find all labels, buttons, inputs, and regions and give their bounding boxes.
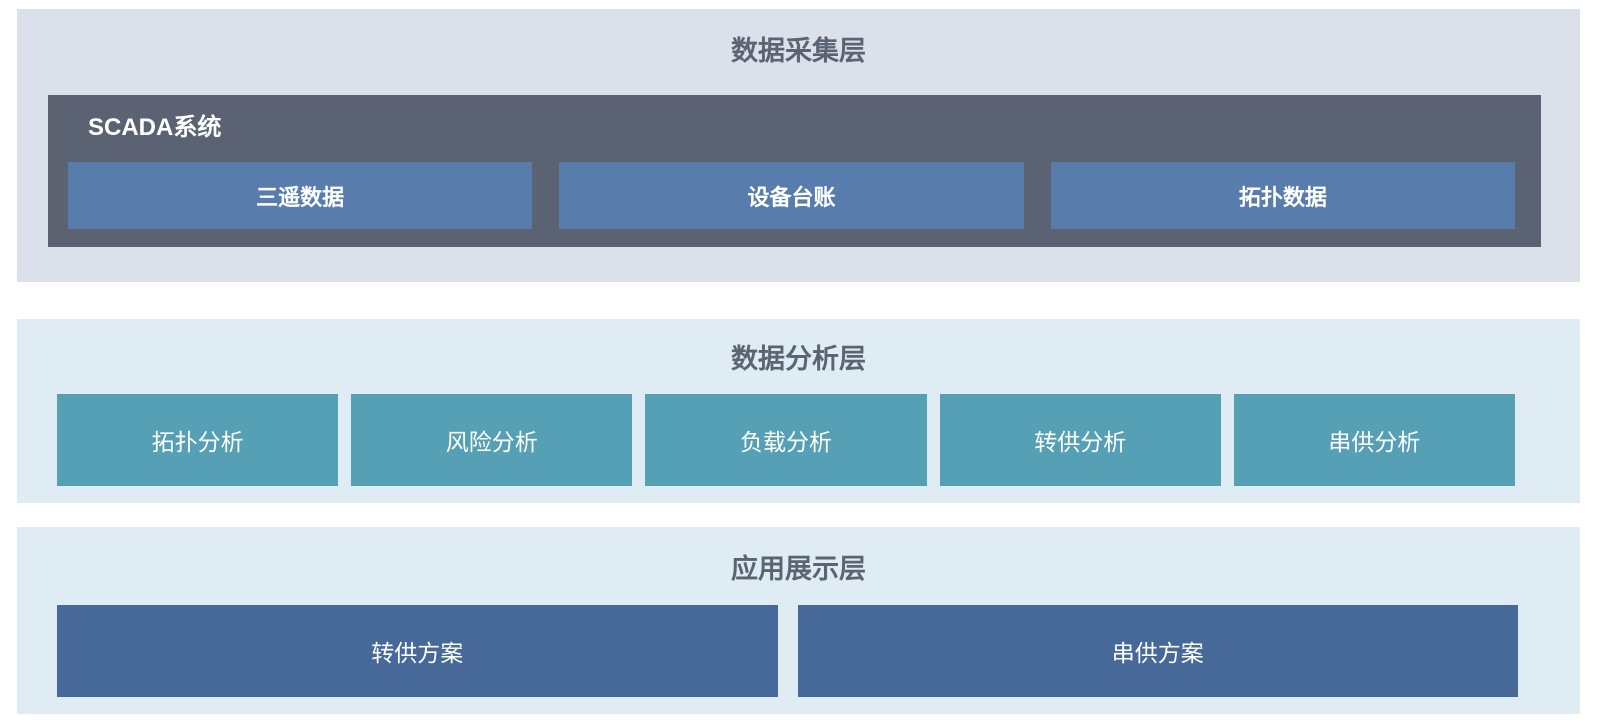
box-cascade-supply-analysis: 串供分析 xyxy=(1233,394,1516,486)
layer-data-collection-title: 数据采集层 xyxy=(731,36,866,66)
layer-application-display: 应用展示层 转供方案 串供方案 xyxy=(17,527,1580,714)
scada-system-label: SCADA系统 xyxy=(88,114,222,141)
layer-data-analysis: 数据分析层 拓扑分析 风险分析 负载分析 转供分析 串供分析 xyxy=(17,319,1580,503)
box-risk-analysis: 风险分析 xyxy=(351,394,633,486)
box-equipment-ledger: 设备台账 xyxy=(559,162,1024,229)
box-telemetry-data: 三遥数据 xyxy=(68,162,533,229)
application-box-row: 转供方案 串供方案 xyxy=(57,605,1518,697)
layer-application-display-title: 应用展示层 xyxy=(731,554,866,584)
box-transfer-supply-analysis: 转供分析 xyxy=(939,394,1221,486)
box-transfer-supply-plan: 转供方案 xyxy=(57,605,778,697)
data-collection-box-row: 三遥数据 设备台账 拓扑数据 xyxy=(68,162,1515,229)
scada-system-group: SCADA系统 三遥数据 设备台账 拓扑数据 xyxy=(48,95,1541,247)
layer-data-analysis-title: 数据分析层 xyxy=(731,344,866,374)
analysis-box-row: 拓扑分析 风险分析 负载分析 转供分析 串供分析 xyxy=(57,394,1516,486)
layer-data-collection: 数据采集层 SCADA系统 三遥数据 设备台账 拓扑数据 xyxy=(17,9,1580,282)
box-load-analysis: 负载分析 xyxy=(645,394,927,486)
box-topology-data: 拓扑数据 xyxy=(1050,162,1515,229)
box-cascade-supply-plan: 串供方案 xyxy=(797,605,1518,697)
box-topology-analysis: 拓扑分析 xyxy=(57,394,339,486)
